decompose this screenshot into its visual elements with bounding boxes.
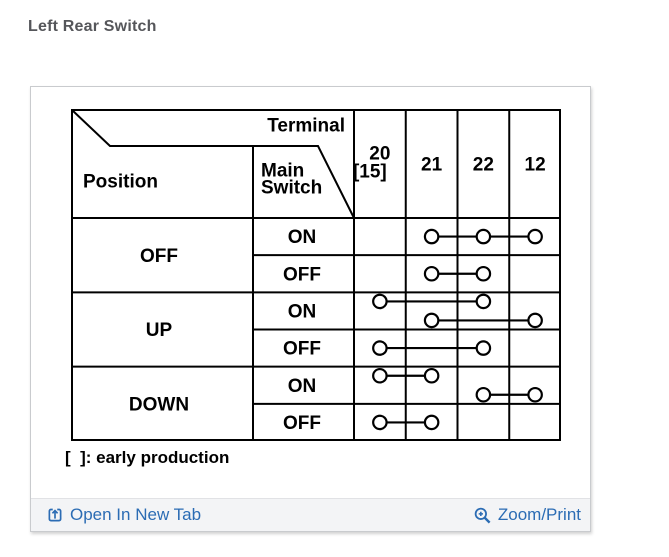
terminal-alt-number-label: [15] — [353, 162, 387, 183]
terminal-header-label: Terminal — [267, 116, 345, 137]
position-header-label: Position — [83, 172, 158, 193]
terminal-contact-circle — [475, 228, 492, 245]
terminal-number-label: 20 — [369, 144, 390, 165]
open-in-new-tab-label: Open In New Tab — [70, 505, 202, 524]
open-in-new-tab-icon — [46, 506, 64, 524]
terminal-contact-circle — [475, 293, 492, 310]
terminal-contact-circle — [527, 228, 543, 245]
early-production-note: [ ]: early production — [65, 448, 230, 467]
zoom-print-icon — [473, 506, 492, 525]
terminal-contact-circle — [423, 414, 440, 431]
page-title: Left Rear Switch — [28, 18, 157, 35]
main-switch-header-label: Switch — [261, 178, 322, 199]
main-switch-state-label: ON — [288, 376, 317, 397]
terminal-contact-circle — [475, 386, 492, 403]
terminal-contact-circle — [423, 228, 440, 245]
main-switch-state-label: OFF — [283, 339, 321, 360]
position-label: UP — [146, 320, 173, 341]
header-diagonal — [71, 109, 355, 219]
terminal-contact-circle — [372, 293, 388, 310]
terminal-contact-circle — [423, 367, 440, 384]
main-switch-state-label: OFF — [283, 264, 321, 285]
terminal-contact-circle — [372, 340, 388, 356]
zoom-print-label: Zoom/Print — [497, 505, 581, 524]
terminal-number-label: 21 — [421, 155, 443, 176]
position-label: OFF — [140, 246, 178, 267]
terminal-contact-circle — [423, 312, 440, 329]
main-switch-state-label: OFF — [283, 413, 321, 434]
terminal-contact-circle — [527, 312, 543, 329]
terminal-contact-circle — [372, 367, 388, 384]
terminal-number-label: 22 — [473, 155, 494, 176]
terminal-contact-circle — [475, 340, 492, 356]
terminal-contact-circle — [423, 265, 440, 282]
position-label: DOWN — [129, 394, 189, 415]
terminal-number-label: 12 — [525, 155, 546, 176]
main-switch-state-label: ON — [288, 227, 317, 248]
terminal-contact-circle — [475, 265, 492, 282]
open-in-new-tab-button[interactable]: Open In New Tab — [46, 505, 201, 525]
zoom-print-button[interactable]: Zoom/Print — [473, 505, 581, 525]
terminal-contact-circle — [372, 414, 388, 431]
viewer-footer-bar: Open In New Tab Zoom/Print — [31, 498, 590, 531]
main-switch-header-label: Main — [261, 161, 304, 182]
terminal-contact-circle — [527, 386, 543, 403]
main-switch-state-label: ON — [288, 302, 317, 323]
